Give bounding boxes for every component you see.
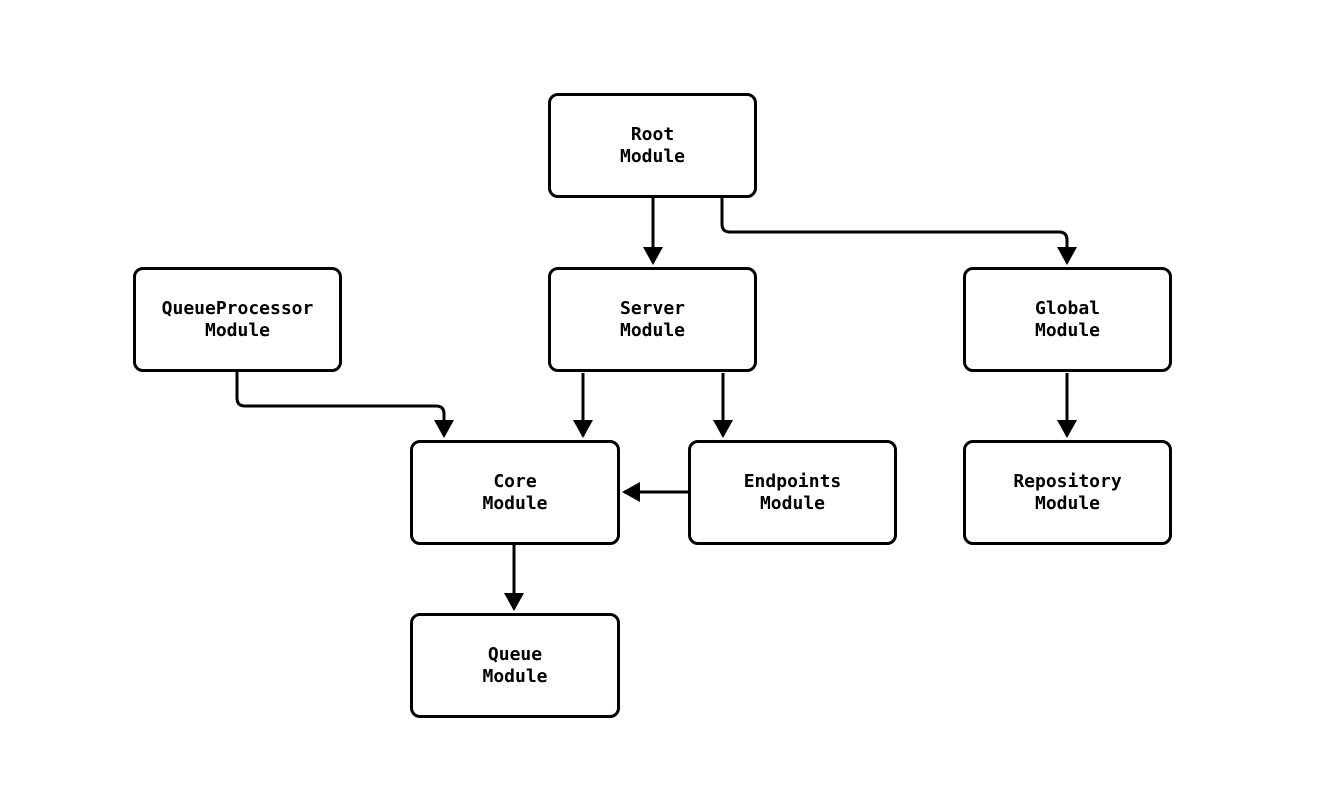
node-global-module-label: Global Module: [1034, 297, 1101, 341]
node-core-module-label: Core Module: [482, 470, 548, 514]
node-queueprocessor-module-label: QueueProcessor Module: [161, 297, 314, 341]
node-root-module-label: Root Module: [619, 123, 686, 167]
node-queue-module-label: Queue Module: [482, 643, 548, 687]
node-server-module-label: Server Module: [619, 297, 686, 341]
node-server-module: Server Module: [548, 267, 757, 372]
node-queueprocessor-module: QueueProcessor Module: [133, 267, 342, 372]
node-repository-module: Repository Module: [963, 440, 1172, 545]
edge-queueprocessor-to-core-arrow: [235, 372, 454, 438]
node-repository-module-label: Repository Module: [1013, 470, 1122, 514]
node-core-module: Core Module: [410, 440, 620, 545]
node-endpoints-module: Endpoints Module: [688, 440, 897, 545]
node-global-module: Global Module: [963, 267, 1172, 372]
edge-root-to-global-arrow: [720, 198, 1077, 265]
node-queue-module: Queue Module: [410, 613, 620, 718]
node-endpoints-module-label: Endpoints Module: [743, 470, 842, 514]
node-root-module: Root Module: [548, 93, 757, 198]
